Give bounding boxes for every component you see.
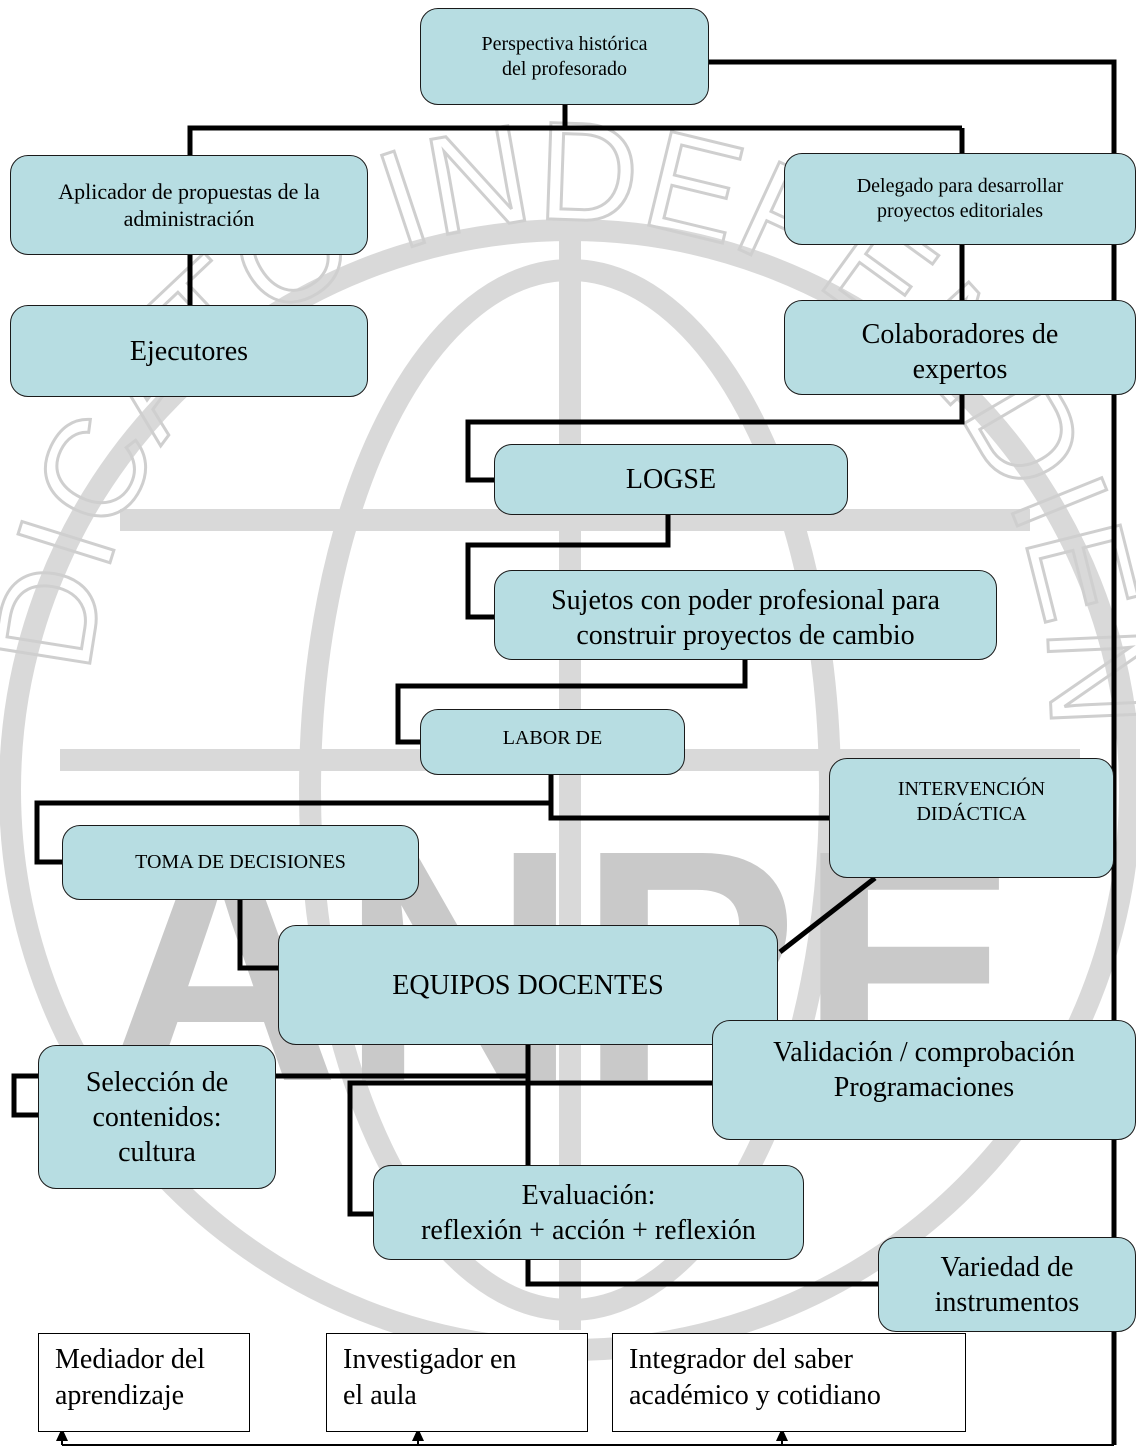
node-intervencion: INTERVENCIÓN DIDÁCTICA: [829, 758, 1114, 878]
node-evaluacion: Evaluación: reflexión + acción + reflexi…: [373, 1165, 804, 1260]
node-logse: LOGSE: [494, 444, 848, 515]
connector-colaboradores-logse: [465, 395, 965, 483]
node-validacion: Validación / comprobación Programaciones: [712, 1020, 1136, 1140]
connector-intervencion-equipos: [778, 876, 877, 954]
connector-labor-intervencion: [548, 803, 829, 821]
node-aplicador: Aplicador de propuestas de la administra…: [10, 155, 368, 255]
role-mediador: Mediador del aprendizaje: [38, 1333, 250, 1432]
connector-labor-toma: [34, 775, 554, 865]
node-variedad: Variedad de instrumentos: [878, 1237, 1136, 1332]
node-labor: LABOR DE: [420, 709, 685, 775]
connector-evaluacion-variedad: [525, 1260, 878, 1287]
node-colaboradores: Colaboradores de expertos: [784, 300, 1136, 395]
connector-validacion-evaluacion: [347, 1080, 712, 1217]
node-toma: TOMA DE DECISIONES: [62, 825, 419, 900]
arrowhead-integrador: [776, 1428, 788, 1441]
connector-toma-equipos: [237, 900, 278, 971]
role-investigador: Investigador en el aula: [326, 1333, 588, 1432]
node-sujetos: Sujetos con poder profesional para const…: [494, 570, 997, 660]
connector-logse-sujetos: [465, 515, 671, 620]
connector-equipos-seleccion: [11, 1045, 531, 1118]
arrowhead-mediador: [56, 1428, 68, 1441]
role-integrador: Integrador del saber académico y cotidia…: [612, 1333, 966, 1432]
node-perspectiva: Perspectiva histórica del profesorado: [420, 8, 709, 105]
connector-sujetos-labor: [395, 660, 748, 745]
node-seleccion: Selección de contenidos: cultura: [38, 1045, 276, 1189]
node-equipos: EQUIPOS DOCENTES: [278, 925, 778, 1045]
connector-perspectiva-branches: [187, 105, 568, 155]
node-delegado: Delegado para desarrollar proyectos edit…: [784, 153, 1136, 245]
node-ejecutores: Ejecutores: [10, 305, 368, 397]
arrowhead-investigador: [412, 1428, 424, 1441]
connector-perspectiva-outer: [709, 59, 1117, 1445]
